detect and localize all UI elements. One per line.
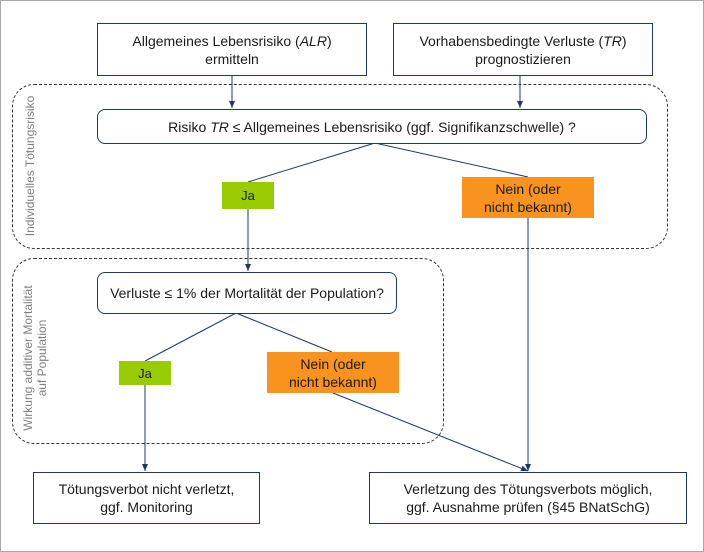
connector-q1-to-nein1 (374, 142, 529, 178)
answer-yes-2: Ja (119, 361, 171, 385)
question-population-text: Verluste ≤ 1% der Mortalität der Populat… (110, 285, 384, 301)
tr-text-abbr: TR (603, 32, 622, 49)
result-not-violated-line1: Tötungsverbot nicht verletzt, (58, 481, 235, 497)
alr-text-abbr: ALR (299, 32, 327, 49)
question-risk-box: Risiko TR ≤ Allgemeines Lebensrisiko (gg… (97, 109, 647, 144)
result-not-violated-line2: ggf. Monitoring (100, 499, 193, 515)
alr-box: Allgemeines Lebensrisiko (ALR) ermitteln (97, 23, 367, 76)
q1-text-a: Risiko (168, 118, 211, 135)
alr-text-a: Allgemeines Lebensrisiko ( (132, 32, 300, 49)
tr-box: Vorhabensbedingte Verluste (TR) prognost… (393, 23, 653, 76)
question-risk-text: Risiko TR ≤ Allgemeines Lebensrisiko (gg… (168, 118, 576, 136)
answer-yes-1: Ja (222, 182, 274, 209)
group-individual-risk (12, 84, 668, 249)
alr-box-line2: ermitteln (205, 50, 259, 67)
tr-text-a: Vorhabensbedingte Verluste ( (419, 32, 604, 49)
tr-text-b: ) (621, 32, 627, 49)
q1-text-abbr: TR (210, 118, 229, 135)
answer-no-2-line1: Nein (oder (300, 355, 366, 372)
answer-no-1-line2: nicht bekannt) (484, 198, 572, 215)
result-not-violated-box: Tötungsverbot nicht verletzt, ggf. Monit… (33, 472, 260, 524)
answer-no-2-line2: nicht bekannt) (289, 373, 377, 390)
result-violation-line2: ggf. Ausnahme prüfen (§45 BNatSchG) (406, 499, 650, 515)
result-violation-possible-box: Verletzung des Tötungsverbots möglich, g… (369, 472, 687, 524)
connector-q2-to-nein2 (235, 312, 333, 353)
answer-yes-2-label: Ja (138, 365, 152, 381)
connector-q1-to-ja1 (247, 142, 376, 183)
answer-no-1-line1: Nein (oder (495, 180, 561, 197)
alr-text-b: ) (326, 32, 332, 49)
answer-yes-1-label: Ja (241, 188, 255, 203)
q1-text-b: ≤ Allgemeines Lebensrisiko (ggf. Signifi… (228, 118, 576, 135)
connector-q2-to-ja2 (144, 312, 237, 362)
alr-box-line1: Allgemeines Lebensrisiko (ALR) (132, 32, 331, 50)
question-population-box: Verluste ≤ 1% der Mortalität der Populat… (97, 272, 397, 314)
connector-nein2-to-violation (332, 392, 529, 472)
answer-no-2: Nein (oder nicht bekannt) (267, 352, 399, 393)
group-population-effect (12, 258, 444, 444)
tr-box-line1: Vorhabensbedingte Verluste (TR) (419, 32, 626, 50)
result-violation-line1: Verletzung des Tötungsverbots möglich, (403, 481, 653, 497)
answer-no-1: Nein (oder nicht bekannt) (462, 177, 594, 218)
tr-box-line2: prognostizieren (475, 50, 571, 67)
